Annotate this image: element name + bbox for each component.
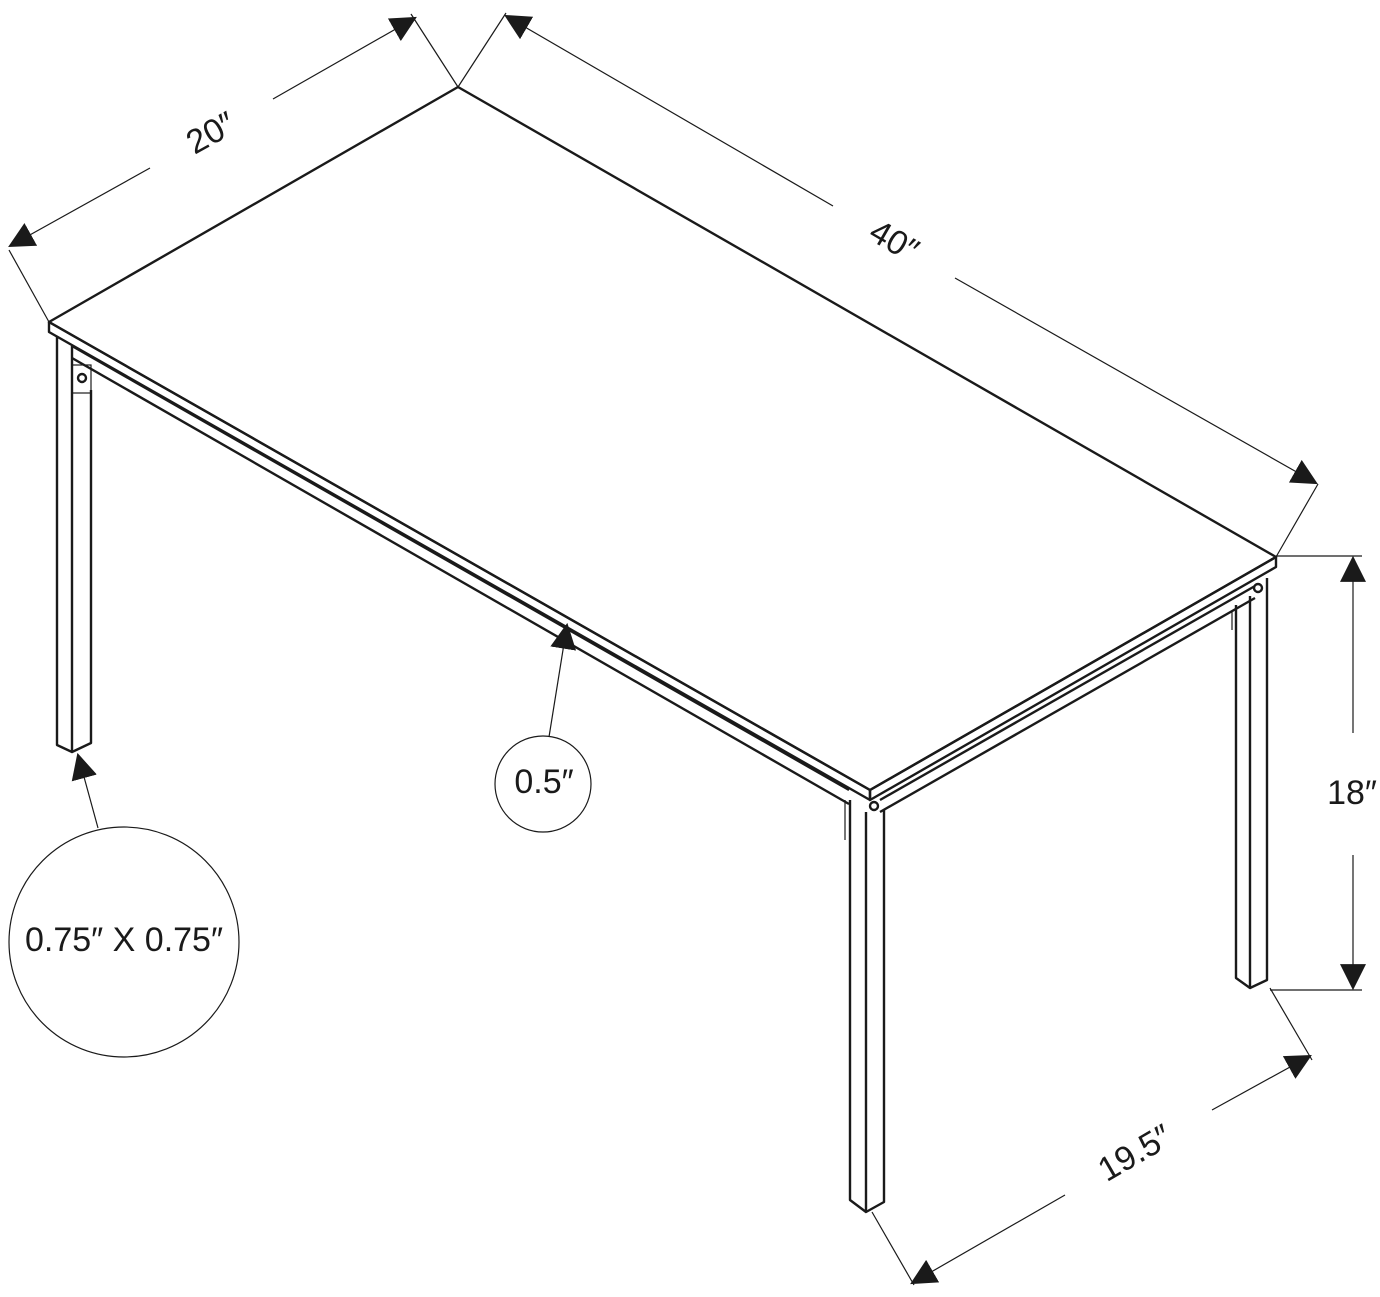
apron-front [71,344,850,806]
depth-top-label: 20″ [180,105,242,162]
leg-front-left [55,336,93,754]
dimension-length: 40″ [457,12,1319,558]
callout-circle [494,735,592,833]
length-label: 40″ [863,212,925,270]
height-label: 18″ [1327,774,1377,812]
leg-back-right [1231,578,1269,990]
callout-leg-size: 0.75″ X 0.75″ [8,752,240,1058]
top-thickness-label: 0.5″ [514,763,573,801]
table-top [47,85,1278,802]
depth-base-label: 19.5″ [1092,1117,1179,1189]
leg-front-corner [844,800,886,1214]
dimension-height: 18″ [1270,555,1377,991]
callout-circle [8,826,240,1058]
table-drawing [47,85,1278,1214]
leg-size-label: 0.75″ X 0.75″ [25,921,223,959]
callout-top-thickness: 0.5″ [494,622,592,833]
dimension-depth-top: 20″ [8,13,459,323]
apron-right [879,584,1256,814]
dimension-depth-base: 19.5″ [871,987,1313,1286]
